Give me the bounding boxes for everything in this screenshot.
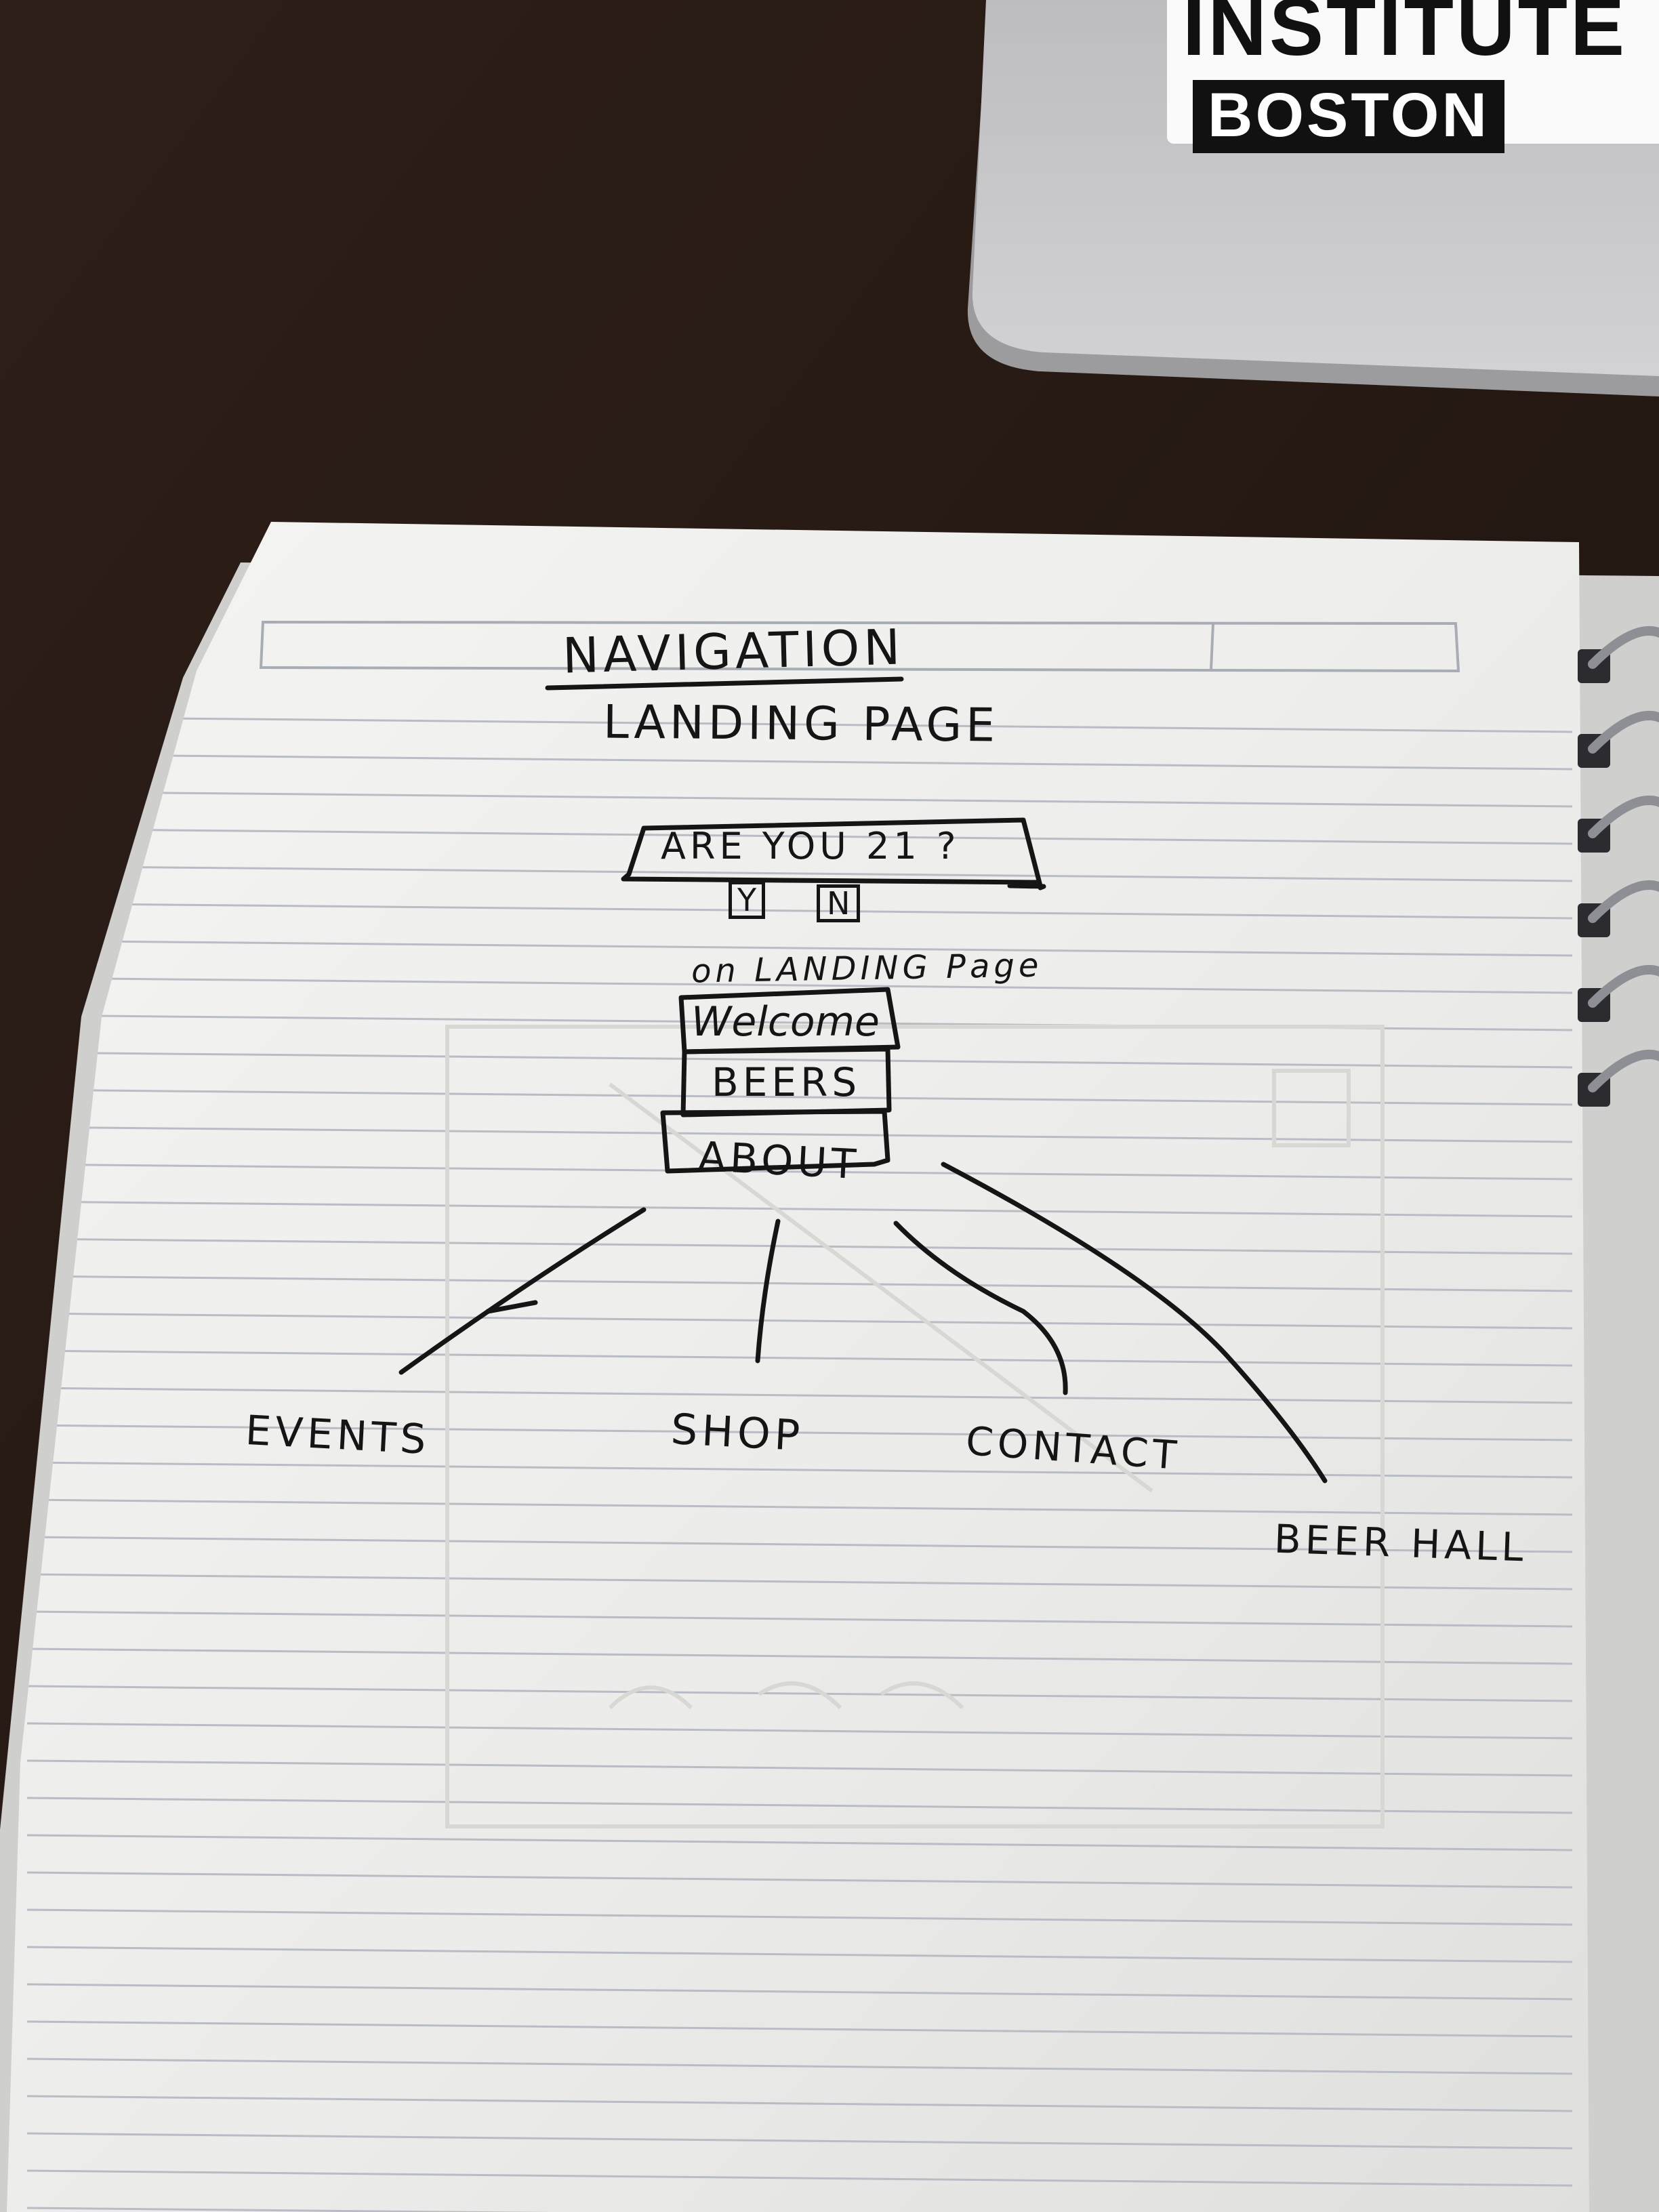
ruled-line: [26, 1312, 1573, 1330]
spiral-ring: [1578, 880, 1659, 937]
ruled-line: [26, 1573, 1573, 1591]
ruled-line: [26, 2020, 1573, 2038]
ruled-line: [26, 1163, 1573, 1181]
ruled-line: [26, 1275, 1573, 1292]
ruled-line: [26, 1088, 1573, 1106]
ruled-line: [26, 1871, 1573, 1889]
age-gate-question: ARE YOU 21 ?: [661, 825, 960, 867]
ruled-line: [26, 1610, 1573, 1628]
ruled-line: [26, 2132, 1573, 2150]
ruled-line: [26, 2169, 1573, 2187]
ruled-line: [26, 716, 1573, 733]
sticker-text-boston: BOSTON: [1193, 80, 1504, 153]
branch-events: EVENTS: [244, 1406, 432, 1465]
ruled-line: [26, 2057, 1573, 2075]
ruled-line: [26, 1647, 1573, 1665]
spiral-ring: [1578, 965, 1659, 1022]
sticker-text-institute: INSTITUTE: [1183, 0, 1627, 73]
ruled-line: [26, 1051, 1573, 1069]
ruled-line: [26, 977, 1573, 994]
page-header-box: [259, 620, 1460, 673]
ruled-line: [26, 1349, 1573, 1367]
menu-item-about: ABOUT: [697, 1132, 861, 1189]
ruled-line: [26, 1722, 1573, 1740]
ink-strokes: [398, 676, 1328, 1483]
ruled-line: [26, 1424, 1573, 1441]
ruled-line: [26, 1946, 1573, 1963]
ghost-sketch: [445, 1025, 1385, 1828]
branch-beer-hall: BEER HALL: [1273, 1515, 1528, 1571]
ruled-line: [26, 939, 1573, 957]
landing-page-title: LANDING PAGE: [602, 695, 1000, 753]
spiral-ring: [1578, 711, 1659, 768]
line-to-beer-hall: [941, 1162, 1328, 1483]
branch-shop: SHOP: [670, 1404, 805, 1461]
ruled-line: [26, 1536, 1573, 1553]
ruled-line: [26, 790, 1573, 808]
ruled-line: [26, 1200, 1573, 1218]
notebook-page: [7, 522, 1589, 2212]
sketch-heading: NAVIGATION: [561, 618, 905, 684]
ruled-line: [26, 753, 1573, 771]
ruled-line: [26, 1461, 1573, 1479]
spiral-ring: [1578, 1050, 1659, 1107]
spiral-binding: [1578, 626, 1659, 1107]
ruled-line: [26, 2095, 1573, 2112]
line-to-contact: [893, 1221, 1068, 1395]
ruled-line: [26, 1983, 1573, 2001]
ruled-line: [26, 1498, 1573, 1516]
landing-note: on LANDING Page: [691, 946, 1043, 991]
ruled-line: [26, 1908, 1573, 1926]
menu-item-beers: BEERS: [712, 1059, 861, 1105]
age-gate-yes-box: Y: [729, 881, 766, 919]
age-gate-no-box: N: [817, 884, 861, 922]
line-to-events: [398, 1207, 647, 1375]
spiral-ring: [1578, 626, 1659, 683]
line-to-shop: [755, 1218, 781, 1364]
ruled-line: [26, 902, 1573, 920]
menu-item-welcome: Welcome: [691, 998, 880, 1046]
ruled-line: [26, 865, 1573, 882]
ruled-line: [26, 1759, 1573, 1777]
ruled-line: [26, 1126, 1573, 1143]
ruled-line: [26, 1834, 1573, 1851]
ruled-line: [26, 1685, 1573, 1702]
ruled-line: [26, 827, 1573, 845]
spiral-ring: [1578, 796, 1659, 853]
ruled-line: [26, 1387, 1573, 1404]
ruled-line: [26, 1237, 1573, 1255]
ruled-line: [26, 2207, 1573, 2212]
ruled-lines: [26, 716, 1573, 2212]
ruled-line: [26, 1797, 1573, 1814]
